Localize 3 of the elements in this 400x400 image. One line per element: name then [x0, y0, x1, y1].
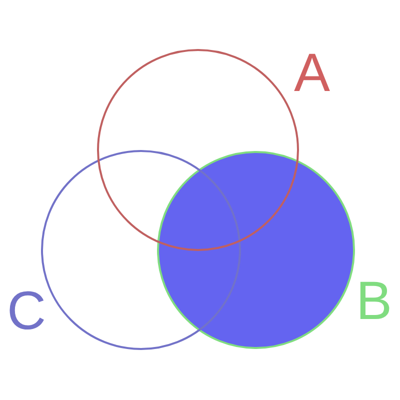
set-label: B — [356, 274, 392, 328]
set-label: C — [7, 284, 46, 338]
set-label: A — [294, 46, 330, 100]
